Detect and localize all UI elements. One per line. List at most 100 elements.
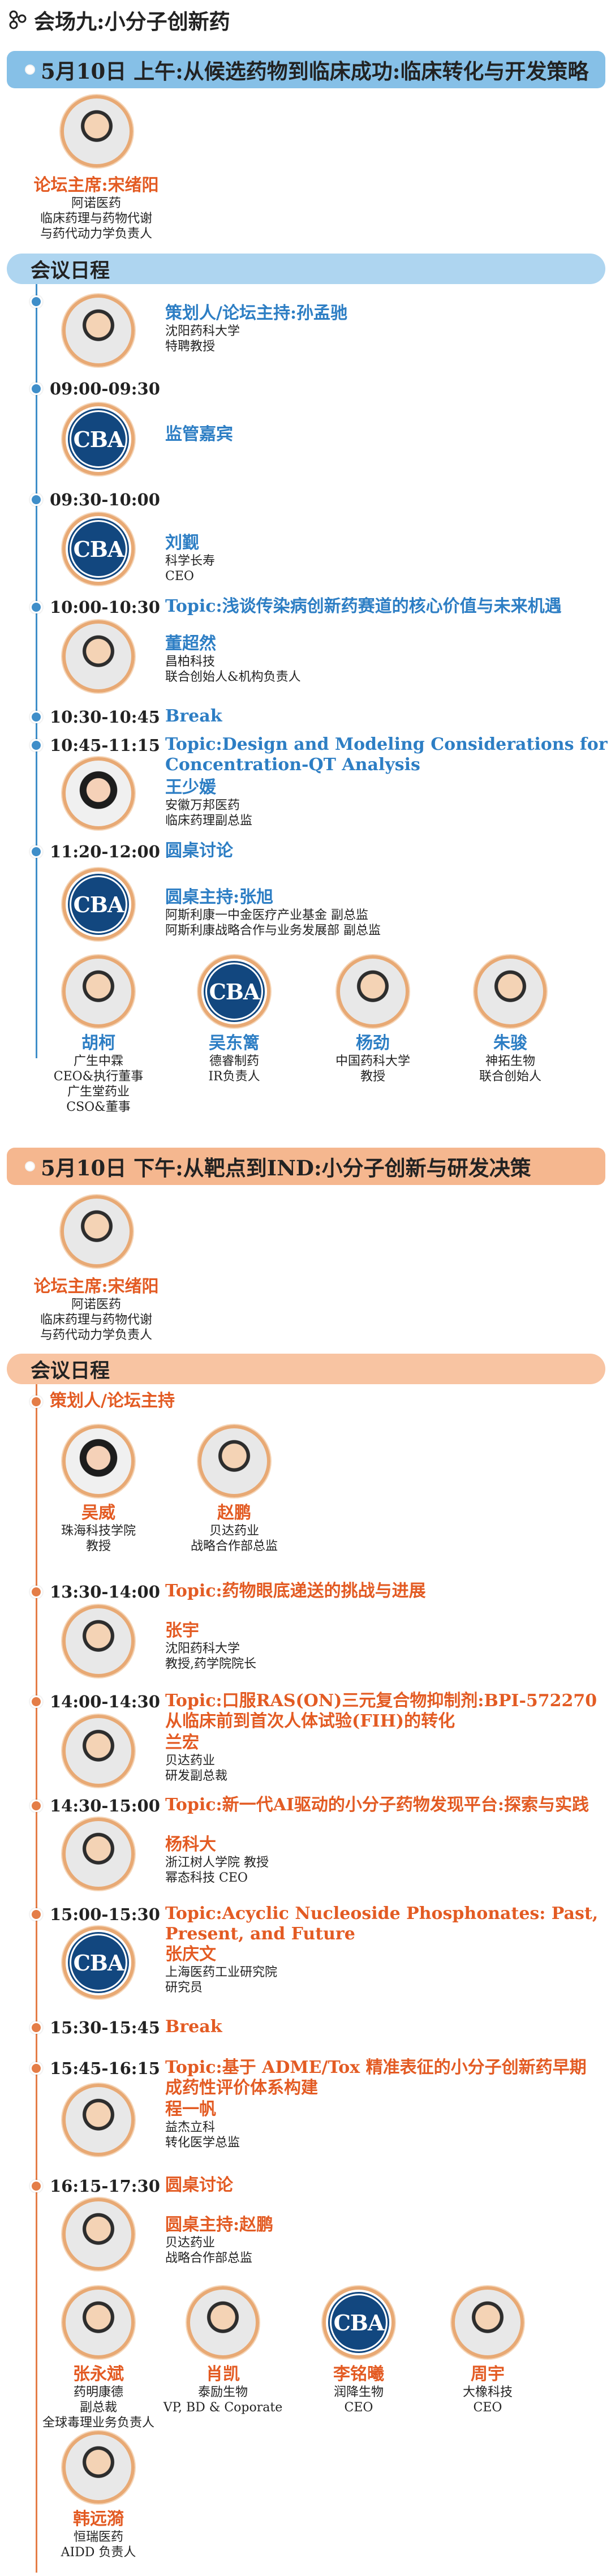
bullet-icon (25, 65, 35, 75)
chair-title: 临床药理与药物代谢 (40, 1313, 152, 1327)
panelist-info: 肖凯 泰励生物 VP, BD & Coporate (161, 2364, 285, 2415)
planners-label: 策划人/论坛主持 (50, 1391, 175, 1411)
morning-session-title: 5月10日 上午:从候选药物到临床成功:临床转化与开发策略 (41, 59, 589, 84)
speaker-name: 程一帆 (165, 2100, 216, 2119)
timeline-dot (30, 711, 42, 723)
panelist-info: 韩远漪 恒瑞医药 AIDD 负责人 (36, 2509, 161, 2560)
topic-line: Topic:Acyclic Nucleoside Phosphonates: P… (165, 1904, 599, 1924)
host-name: 圆桌主持:张旭 (165, 887, 274, 907)
chair-org: 阿诺医药 (71, 196, 121, 211)
timeline-dot (30, 739, 42, 752)
agenda-label: 会议日程 (31, 1359, 110, 1383)
timeline (36, 1384, 37, 2573)
speaker-title: 联合创始人&机构负责人 (165, 670, 301, 684)
chair-org: 阿诺医药 (71, 1298, 121, 1312)
panelist-avatar (337, 955, 409, 1028)
speaker-avatar (62, 2084, 135, 2156)
session-topic: Topic:基于 ADME/Tox 精准表征的小分子创新药早期 成药性评价体系构… (165, 2058, 587, 2098)
host-title: 阿斯利康一中金医疗产业基金 副总监 (165, 908, 368, 922)
afternoon-session-band: 5月10日 下午:从靶点到IND:小分子创新与研发决策 (7, 1148, 605, 1185)
morning-session-band: 5月10日 上午:从候选药物到临床成功:临床转化与开发策略 (7, 51, 605, 88)
panelist-name: 张永斌 (73, 2364, 124, 2384)
speaker-org: 浙江树人学院 教授 (165, 1856, 269, 1870)
host-name: 圆桌主持:赵鹏 (165, 2215, 274, 2235)
session-time: 14:00-14:30 (50, 1692, 160, 1711)
roundtable-label: 圆桌讨论 (165, 841, 233, 861)
speaker-org: 沈阳药科大学 (165, 1642, 240, 1656)
session-topic: Topic:口服RAS(ON)三元复合物抑制剂:BPI-572270 从临床前到… (165, 1691, 597, 1732)
speaker-name: 张宇 (165, 1621, 199, 1641)
host-info: 圆桌主持:张旭 阿斯利康一中金医疗产业基金 副总监 阿斯利康战略合作与业务发展部… (165, 887, 381, 938)
speaker-name: 刘觐 (165, 533, 199, 553)
panelist-title: 教授 (360, 1070, 385, 1084)
speaker-avatar (62, 1818, 135, 1890)
panelist-title: 副总裁 (79, 2401, 117, 2415)
speaker-org: 安徽万邦医药 (165, 798, 240, 813)
planner-name: 赵鹏 (217, 1503, 251, 1523)
timeline-dot (30, 2062, 42, 2075)
topic-line: Topic:Design and Modeling Considerations… (165, 735, 608, 754)
session-topic: Topic:药物眼底递送的挑战与进展 (165, 1581, 426, 1601)
afternoon-chair-info: 论坛主席:宋绪阳 阿诺医药 临床药理与药物代谢 与药代动力学负责人 (11, 1277, 181, 1343)
chair-avatar (61, 1195, 133, 1268)
panelist-title: CEO&执行董事 (53, 1070, 144, 1084)
timeline-dot (30, 493, 42, 506)
panelist-name: 胡柯 (81, 1033, 115, 1053)
panelist-title: IR负责人 (208, 1070, 260, 1084)
session-time: 15:30-15:45 (50, 2018, 160, 2037)
bullet-icon (25, 1161, 35, 1171)
cba-logo: CBA (62, 1926, 135, 1999)
molecule-icon (9, 10, 27, 29)
speaker-title: 幂态科技 CEO (165, 1871, 248, 1885)
speaker-org: 昌柏科技 (165, 655, 216, 669)
speaker-info: 兰宏 贝达药业 研发副总裁 (165, 1733, 227, 1784)
panelist-info: 周宇 大橡科技 CEO (425, 2364, 550, 2415)
speaker-avatar (62, 294, 135, 367)
session-time: 09:30-10:00 (50, 490, 160, 509)
planner-name: 吴威 (81, 1503, 115, 1523)
timeline-dot (30, 2021, 42, 2034)
speaker-avatar (62, 1605, 135, 1677)
planner-info: 赵鹏 贝达药业 战略合作部总监 (178, 1503, 291, 1554)
panelist-info: 胡柯 广生中霖 CEO&执行董事 广生堂药业 CSO&董事 (42, 1033, 155, 1115)
host-title: 战略合作部总监 (165, 2251, 253, 2265)
speaker-name: 王少媛 (165, 778, 216, 797)
topic-line: Topic:基于 ADME/Tox 精准表征的小分子创新药早期 (165, 2058, 587, 2077)
speaker-org: 科学长寿 (165, 554, 216, 568)
session-time: 10:30-10:45 (50, 707, 160, 727)
chair-title: 与药代动力学负责人 (40, 227, 152, 241)
cba-logo: CBA (62, 403, 135, 475)
timeline-dot (30, 601, 42, 613)
session-time: 10:00-10:30 (50, 598, 160, 617)
panelist-title: 全球毒理业务负责人 (42, 2416, 154, 2430)
planner-title: 教授 (85, 1539, 111, 1553)
panelist-avatar (62, 2286, 135, 2359)
speaker-org: 贝达药业 (165, 1754, 216, 1768)
topic-line: Present, and Future (165, 1924, 355, 1944)
host-org: 贝达药业 (165, 2236, 216, 2250)
panelist-org: 大橡科技 (462, 2385, 513, 2399)
session-time: 09:00-09:30 (50, 379, 160, 398)
session-time: 15:45-16:15 (50, 2059, 160, 2078)
speaker-name: 董超然 (165, 634, 216, 654)
panelist-org: 中国药科大学 (335, 1054, 410, 1068)
break-label: Break (165, 2017, 222, 2037)
panelist-org: 药明康德 (73, 2385, 123, 2399)
planner-info: 吴威 珠海科技学院 教授 (42, 1503, 155, 1554)
topic-line: 从临床前到首次人体试验(FIH)的转化 (165, 1711, 455, 1731)
speaker-title: 教授,药学院院长 (165, 1657, 256, 1671)
speaker-info: 董超然 昌柏科技 联合创始人&机构负责人 (165, 634, 301, 685)
timeline-dot (30, 295, 42, 308)
cba-logo: CBA (198, 955, 270, 1028)
panelist-info: 吴东篱 德睿制药 IR负责人 (178, 1033, 291, 1084)
panelist-org: 润降生物 (333, 2385, 384, 2399)
session-time: 14:30-15:00 (50, 1796, 160, 1815)
timeline-dot (30, 2180, 42, 2192)
speaker-name: 杨科大 (165, 1835, 216, 1854)
panelist-org: 泰励生物 (197, 2385, 248, 2399)
chair-name: 论坛主席:宋绪阳 (33, 1277, 159, 1296)
host-avatar (62, 2198, 135, 2270)
panelist-info: 杨劲 中国药科大学 教授 (316, 1033, 429, 1084)
speaker-name: 张庆文 (165, 1944, 216, 1964)
cba-logo: CBA (322, 2286, 395, 2359)
